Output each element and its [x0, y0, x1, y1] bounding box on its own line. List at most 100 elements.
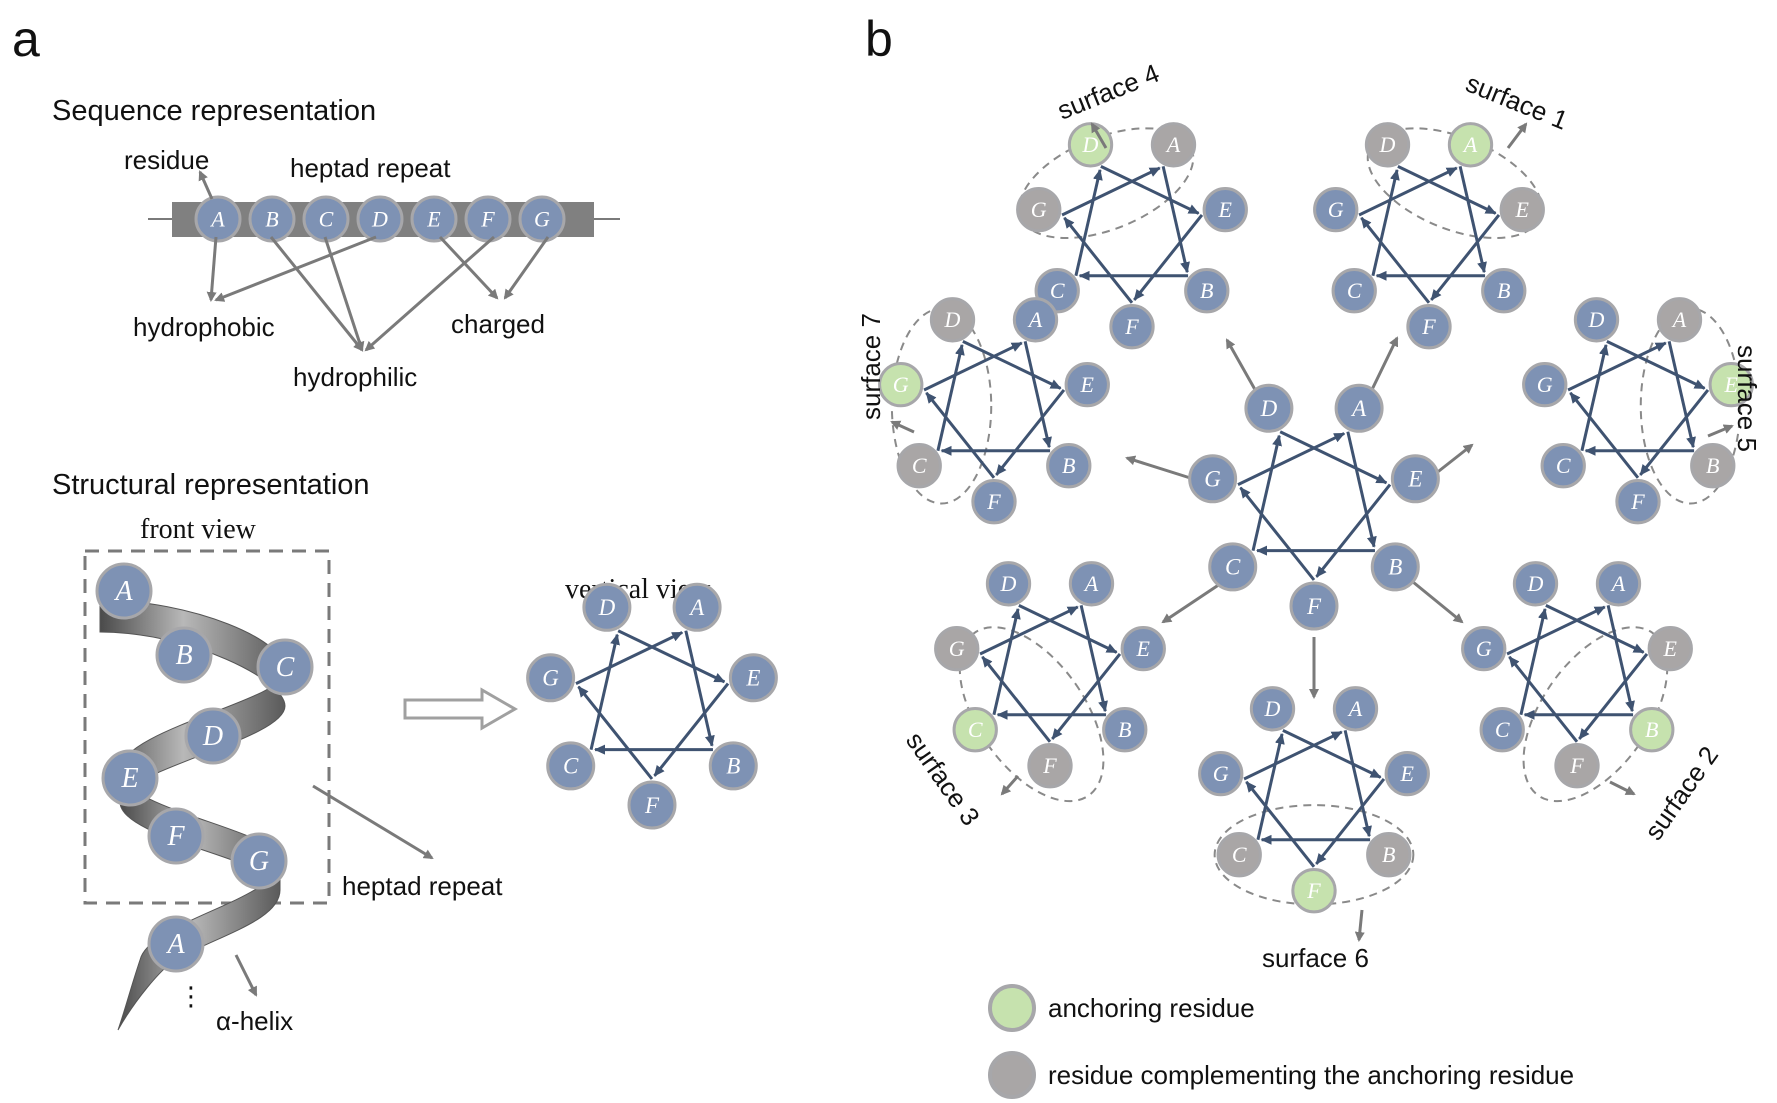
- residue-letter: F: [480, 206, 495, 231]
- surface-label: surface 5: [1732, 345, 1762, 452]
- residue-letter: E: [1136, 636, 1151, 661]
- wheel-residue-c: C: [1331, 268, 1377, 314]
- sequence-residue-c: C: [302, 195, 350, 243]
- residue-circle: [1291, 868, 1337, 914]
- residue-circle: [546, 741, 596, 791]
- wheel-residue-e: E: [1064, 361, 1110, 408]
- residue-letter: G: [1031, 197, 1047, 222]
- wheel-connection: [653, 682, 730, 777]
- residue-letter: F: [1306, 878, 1321, 903]
- wheel-residue-f: F: [1027, 743, 1073, 789]
- residue-letter: G: [1204, 467, 1221, 492]
- residue-letter: B: [1645, 717, 1658, 742]
- wheel-residue-d: D: [1512, 561, 1559, 607]
- wheel-connection: [617, 629, 726, 684]
- wheel-connection: [1569, 391, 1640, 479]
- sequence-residue-d: D: [356, 195, 404, 243]
- residue-circle: [934, 625, 980, 672]
- wheel-connection: [1237, 432, 1346, 486]
- residue-circle: [708, 741, 758, 791]
- residue-letter: D: [1260, 396, 1278, 421]
- residue-circle: [248, 195, 296, 243]
- residue-letter: A: [113, 576, 133, 607]
- residue-circle: [1595, 561, 1642, 607]
- surface-label: surface 6: [1262, 943, 1369, 973]
- residue-letter: D: [1588, 307, 1605, 332]
- surface-direction-arrow: [1609, 780, 1636, 796]
- wheel-connection: [1519, 607, 1548, 716]
- residue-letter: F: [1124, 314, 1139, 339]
- wheel-residue-g: G: [526, 653, 576, 703]
- residue-circle: [1331, 268, 1377, 314]
- wheel-connection: [1018, 603, 1118, 654]
- wheel-residue-a: A: [1447, 122, 1494, 168]
- heptad-pointer-arrow: [312, 784, 434, 860]
- residue-circle: [878, 361, 924, 408]
- wheel-connection: [1243, 730, 1343, 781]
- residue-letter: A: [688, 595, 705, 620]
- wheel-connection: [1567, 341, 1667, 392]
- residue-label: residue: [124, 145, 209, 175]
- wheel-residue-e: E: [1390, 454, 1440, 504]
- wheel-residue-b: B: [1370, 542, 1420, 592]
- residue-circle: [1046, 443, 1092, 489]
- wheel-residue-c: C: [546, 741, 596, 791]
- residue-letter: A: [1350, 396, 1367, 421]
- residue-letter: B: [265, 206, 278, 231]
- wheel-residue-a: A: [1150, 122, 1197, 168]
- residue-letter: E: [426, 206, 441, 231]
- helix-residue-e-4: E: [101, 749, 159, 807]
- hydrophobic-label: hydrophobic: [133, 312, 275, 342]
- wheel-connection: [979, 605, 1079, 656]
- wheel-connection: [1545, 603, 1645, 654]
- residue-letter: B: [1706, 453, 1719, 478]
- surface-label: surface 4: [1053, 58, 1163, 126]
- wheel-connection: [923, 341, 1023, 392]
- residue-circle: [1522, 361, 1568, 408]
- wheel-connection: [1133, 214, 1204, 301]
- residue-letter: D: [1264, 696, 1281, 721]
- sequence-residue-f: F: [464, 195, 512, 243]
- residue-letter: C: [1556, 453, 1571, 478]
- residue-circle: [256, 638, 314, 696]
- legend-anchor-label: anchoring residue: [1048, 993, 1255, 1023]
- residue-letter: C: [1495, 717, 1510, 742]
- surface-direction-arrow: [1000, 775, 1020, 796]
- residue-circle: [1216, 832, 1262, 878]
- wheel-residue-b: B: [1046, 443, 1092, 489]
- wheel-residue-g: G: [1313, 186, 1359, 233]
- residue-letter: D: [598, 595, 616, 620]
- wheel-connection: [1245, 780, 1316, 868]
- panel-a-label: a: [12, 11, 40, 67]
- residue-circle: [194, 195, 242, 243]
- residue-circle: [1198, 750, 1244, 797]
- legend-complement-label: residue complementing the anchoring resi…: [1048, 1060, 1574, 1090]
- sequence-residue-a: A: [194, 195, 242, 243]
- wheel-residue-g: G: [1198, 750, 1244, 797]
- residue-circle: [627, 780, 677, 830]
- wheel-connection: [1430, 214, 1501, 301]
- residue-circle: [1120, 625, 1166, 672]
- helix-ellipsis: ⋮: [178, 981, 204, 1011]
- wheel-connection: [1578, 653, 1649, 740]
- wheel-residue-e: E: [1499, 186, 1545, 233]
- residue-circle: [1366, 832, 1412, 878]
- wheel-residue-a: A: [1068, 561, 1115, 607]
- wheel-connection: [1315, 483, 1392, 578]
- residue-letter: G: [1537, 372, 1553, 397]
- residue-letter: C: [912, 453, 927, 478]
- sequence-title: Sequence representation: [52, 95, 376, 127]
- residue-circle: [1615, 479, 1661, 525]
- heptad-repeat-label: heptad repeat: [290, 153, 451, 183]
- residue-letter: G: [542, 666, 559, 691]
- wheel-connection: [1315, 778, 1386, 865]
- residue-circle: [1406, 304, 1452, 350]
- wheel-residue-b: B: [1366, 832, 1412, 878]
